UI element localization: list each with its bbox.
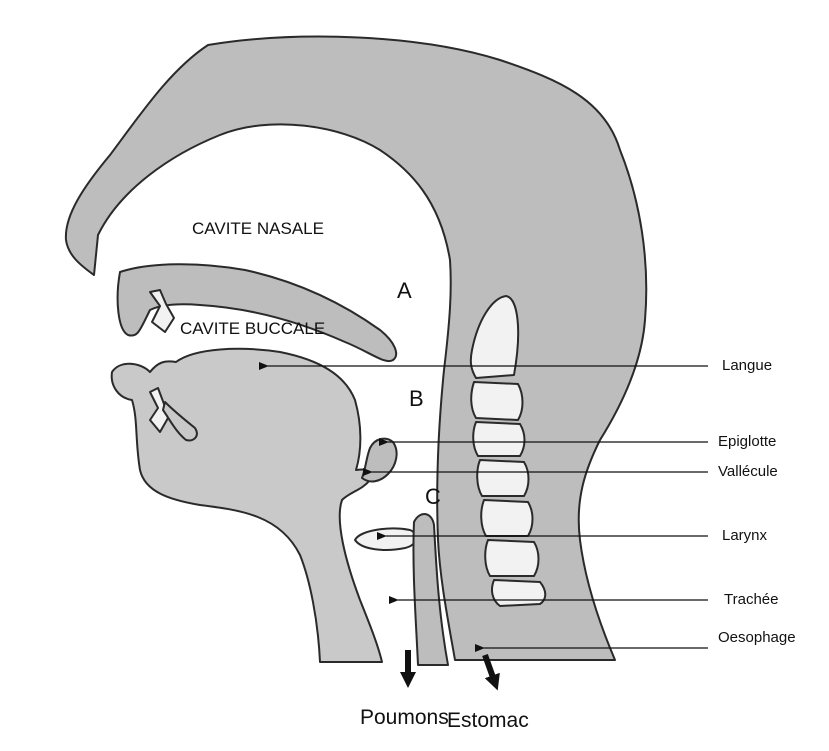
zone-a-label: A: [397, 278, 412, 303]
larynx-label: Larynx: [722, 527, 768, 544]
vallecula-label: Vallécule: [718, 463, 778, 480]
oral-cavity-label: CAVITE BUCCALE: [180, 319, 325, 338]
zone-c-label: C: [425, 484, 441, 509]
zone-b-label: B: [409, 386, 424, 411]
stomach-label: Estomac: [447, 709, 529, 732]
epiglottis-shape: [362, 439, 397, 482]
head-neck-tissue: [66, 37, 646, 660]
larynx-shape: [355, 528, 416, 549]
nasal-cavity-label: CAVITE NASALE: [192, 219, 324, 238]
trachea-label: Trachée: [724, 591, 778, 608]
esophagus-label: Oesophage: [718, 629, 796, 646]
tongue-label: Langue: [722, 357, 772, 374]
epiglottis-label: Epiglotte: [718, 433, 776, 450]
lungs-label: Poumons: [360, 706, 449, 729]
